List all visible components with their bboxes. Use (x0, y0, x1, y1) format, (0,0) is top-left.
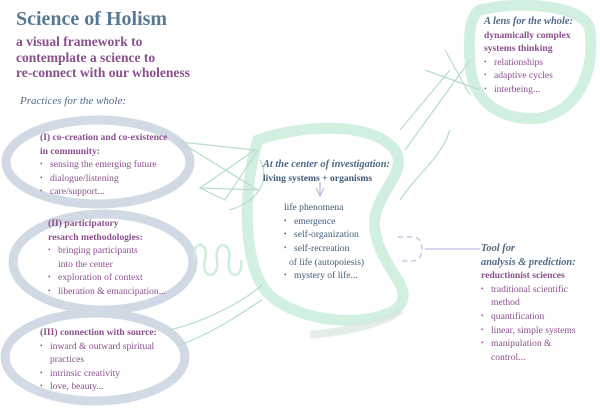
spiral-decoration (192, 243, 243, 277)
tool-subheading: reductionist sciences (481, 270, 565, 282)
list-item-continuation: method (491, 297, 520, 309)
practices-heading: Practices for the whole: (20, 95, 127, 107)
practice-group-2: (II) participatory resarch methodologies… (48, 217, 166, 299)
list-item: mystery of life... (284, 269, 390, 283)
practice-group-3: (III) connection with source: inward & o… (40, 326, 157, 394)
list-item: manipulation & (481, 337, 576, 351)
ellipse-group-1 (1, 115, 195, 209)
center-label: life phenomena (284, 202, 344, 214)
list-item: emergence (284, 215, 390, 229)
list-item-continuation: of life (autopoiesis) (289, 256, 365, 268)
subtitle-line: contemplate a science to (16, 49, 156, 65)
practice-group-1: (I) co-creation and co-existence in comm… (40, 131, 167, 199)
subtitle-line: a visual framework to (16, 34, 143, 49)
list-item: self-recreation (284, 242, 390, 256)
list-item-continuation: control... (491, 351, 526, 363)
list-item: exploration of context (48, 271, 166, 285)
center-heading: At the center of investigation: (263, 159, 390, 170)
center-blob (241, 122, 409, 326)
lens-heading: A lens for the whole: (484, 16, 573, 27)
list-item: liberation & emancipation... (48, 285, 166, 299)
list-item: traditional scientific (481, 283, 576, 297)
tool-heading: analysis & prediction: (481, 256, 576, 268)
page-title: Science of Holism (16, 8, 168, 30)
lens-blob (463, 0, 597, 124)
group-title: (III) connection with source: (40, 327, 157, 338)
list-item: interbeing... (484, 83, 573, 97)
center-subheading: living systems + organisms (263, 172, 373, 184)
list-item: dialogue/listening (40, 172, 167, 186)
list-item: care/support... (40, 185, 167, 199)
list-item-continuation: practices (50, 354, 85, 366)
list-item: love, beauty... (40, 380, 157, 394)
subtitle: a visual framework to contemplate a scie… (16, 34, 190, 81)
practice-ellipses (0, 115, 198, 406)
list-item: linear, simple systems (481, 324, 576, 338)
network-lines (169, 49, 481, 346)
group-title: (II) participatory (48, 218, 119, 229)
list-item: sensing the emerging future (40, 158, 167, 172)
group-title: resarch methodologies: (48, 231, 143, 243)
grey-brush (309, 306, 403, 339)
lens-subheading: dynamically complex (484, 29, 571, 41)
list-item: relationships (484, 56, 573, 70)
center-block: At the center of investigation: living s… (263, 158, 390, 283)
lens-block: A lens for the whole: dynamically comple… (484, 15, 573, 97)
list-item: self-organization (284, 228, 390, 242)
list-item: bringing participants (48, 244, 166, 258)
list-item: intrinsic creativity (40, 367, 157, 381)
lens-subheading: systems thinking (484, 43, 553, 55)
list-item: adaptive cycles (484, 69, 573, 83)
list-item: quantification (481, 310, 576, 324)
tool-block: Tool for analysis & prediction: reductio… (481, 242, 576, 364)
list-item: inward & outward spiritual (40, 340, 157, 354)
group-title: in community: (40, 145, 100, 157)
bracket-connector (315, 182, 480, 262)
subtitle-line: re-connect with our wholeness (16, 65, 190, 80)
group-title: (I) co-creation and co-existence (40, 132, 168, 143)
ellipse-group-3 (0, 308, 190, 406)
tool-heading: Tool for (481, 243, 515, 254)
list-item-continuation: into the center (58, 258, 113, 270)
